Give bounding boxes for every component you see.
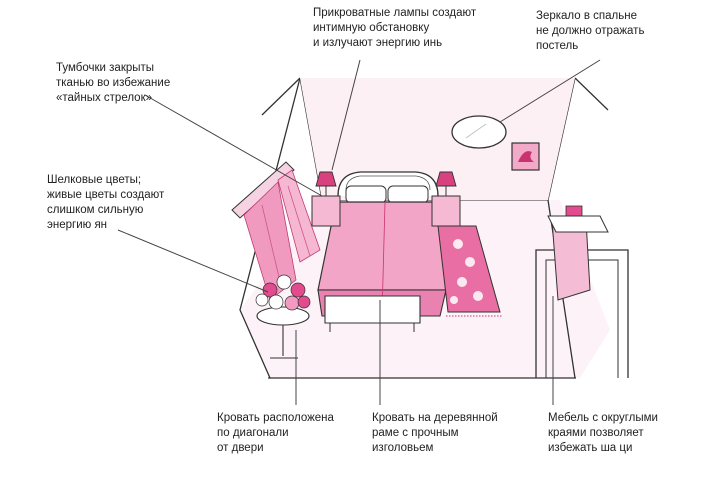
curtain-left (243, 181, 297, 301)
annotation-bed-frame: Кровать на деревянной раме с прочным изг… (372, 412, 498, 454)
side-cabinet (547, 215, 609, 233)
nightstand-left (311, 195, 341, 227)
rug-pattern (450, 239, 483, 304)
pillow-right (387, 185, 429, 204)
back-wall (300, 78, 575, 200)
annotation-mirror: Зеркало в спальне не должно отражать пос… (536, 10, 645, 52)
flower-table-top (256, 306, 310, 326)
right-wall-top (574, 77, 609, 111)
window-frame (231, 161, 295, 219)
curtain-fold (261, 204, 283, 291)
annotation-bedside-lamps: Прикроватные лампы создают интимную обст… (313, 7, 477, 49)
curtain-right (277, 169, 321, 263)
headboard-detail (345, 175, 431, 191)
lamp-left-shade (315, 171, 337, 187)
annotation-flowers: Шелковые цветы; живые цветы создают слиш… (47, 174, 165, 231)
annotation-bed-diagonal: Кровать расположена по диагонали от двер… (217, 412, 334, 454)
annotation-furniture: Мебель с округлыми краями позволяет избе… (548, 412, 658, 454)
left-wall-top (261, 77, 301, 116)
leader-lines (117, 59, 601, 405)
wall-picture-motif (518, 151, 534, 162)
nightstand-right (431, 195, 461, 227)
rug (437, 225, 501, 313)
curtain-fold (287, 185, 311, 257)
pillow-left (345, 185, 387, 204)
lamp-right-shade (435, 171, 457, 187)
annotation-nightstands: Тумбочки закрыты тканью во избежание «та… (56, 62, 171, 104)
flowers (255, 274, 311, 311)
mirror (451, 115, 507, 149)
bench (324, 295, 421, 324)
mirror-reflection (465, 123, 487, 139)
left-wall-edge (239, 77, 301, 379)
